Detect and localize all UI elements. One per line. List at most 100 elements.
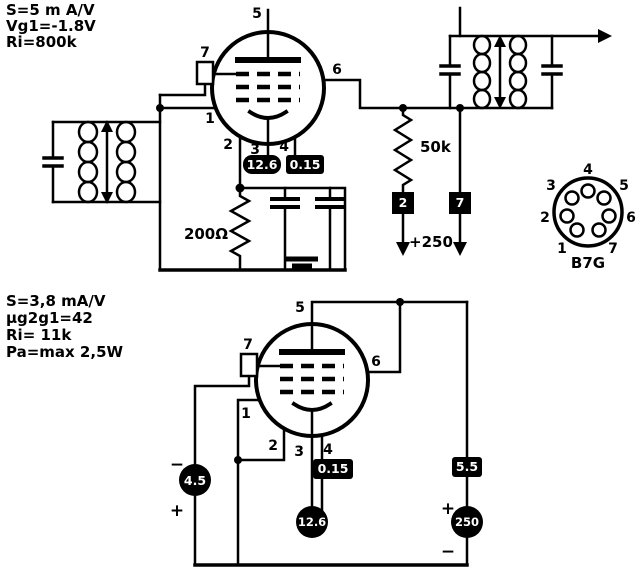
top-param-grid-voltage: Vg1=-1.8V — [6, 17, 96, 35]
bottom-param-max-power: Pa=max 2,5W — [6, 343, 124, 361]
right-badge-value: 5.5 — [456, 459, 478, 474]
heater-voltage-badge — [243, 155, 281, 174]
bias-minus-sign: − — [170, 455, 184, 475]
socket-pin2-icon — [559, 208, 575, 224]
top-circuit: S=5 m A/V Vg1=-1.8V Ri=800k — [6, 1, 612, 272]
primary-coil-icon — [472, 34, 492, 110]
heater-branch: 0.15 12.6 — [296, 459, 353, 538]
heater-current-value: 0.15 — [290, 157, 321, 172]
junction-dot — [235, 183, 245, 193]
bypass-cap1-icon — [270, 197, 300, 209]
socket-pin4-label: 4 — [583, 162, 593, 178]
supply-branch: 50k 2 7 +250 — [392, 106, 471, 256]
bottom-param-internal-resistance: Ri= 11k — [6, 326, 72, 344]
bottom-param-transconductance: S=3,8 mA/V — [6, 292, 106, 310]
junction-dot — [399, 104, 407, 112]
socket-pin1-icon — [569, 222, 585, 238]
pin6-label: 6 — [371, 354, 381, 370]
socket-pin5-icon — [596, 190, 612, 206]
pin7-supply-badge — [449, 192, 471, 214]
grid-connector-box — [239, 352, 259, 378]
heater-battery-value: 12.6 — [298, 515, 326, 529]
heater-current-badge — [286, 155, 324, 174]
top-param-transconductance: S=5 m A/V — [6, 1, 95, 19]
tuning-arrow-icon — [494, 35, 506, 109]
right-badge — [452, 457, 482, 477]
top-parameter-block: S=5 m A/V Vg1=-1.8V Ri=800k — [6, 1, 96, 51]
tube-top: 7 5 6 1 2 3 4 — [195, 6, 342, 158]
pin7-label: 7 — [243, 337, 253, 353]
bias-battery-badge — [179, 464, 211, 496]
pin2-supply-badge — [392, 192, 414, 214]
pin5-label: 5 — [252, 6, 262, 22]
heater-badges-top: 12.6 0.15 — [243, 155, 324, 174]
cathode-resistor-icon — [228, 186, 252, 272]
heater-battery-badge — [296, 506, 328, 538]
secondary-coil-icon — [508, 34, 528, 110]
pin4-label: 4 — [323, 442, 333, 458]
pin7-arrow-icon — [453, 242, 467, 256]
bottom-junctions — [234, 298, 404, 464]
tuning-arrow-icon — [101, 120, 113, 204]
screen-supply-wire — [310, 300, 469, 354]
output-arrow-icon — [598, 29, 612, 43]
supply-battery-badge — [451, 506, 483, 538]
left-capacitor-icon — [439, 64, 461, 76]
socket-type-label: B7G — [571, 254, 605, 272]
bias-plus-sign: + — [170, 501, 184, 521]
heater-current-value: 0.15 — [318, 461, 349, 476]
junction-dot — [396, 298, 404, 306]
pin2-arrow-icon — [396, 242, 410, 256]
socket-pin5-label: 5 — [619, 178, 629, 194]
socket-pin3-icon — [564, 190, 580, 206]
socket-pin3-label: 3 — [546, 178, 556, 194]
secondary-coil-icon — [115, 120, 137, 204]
bottom-param-mu: μg2g1=42 — [6, 309, 93, 327]
supply-minus-sign: − — [441, 542, 455, 562]
cathode-icon — [291, 401, 333, 412]
supply-battery-value: 250 — [455, 515, 479, 529]
bias-battery: − 4.5 + — [170, 455, 211, 521]
socket-diagram: 3 4 5 2 6 1 7 B7G — [540, 162, 636, 272]
grid-bias-wire — [193, 374, 251, 567]
primary-coil-icon — [77, 120, 99, 204]
cathode-network: 200Ω — [184, 186, 345, 272]
heater-current-badge — [313, 459, 353, 479]
socket-pin6-icon — [601, 208, 617, 224]
supply-voltage-label: +250 — [409, 233, 453, 251]
pin1-label: 1 — [205, 111, 215, 127]
top-param-internal-resistance: Ri=800k — [6, 33, 78, 51]
bottom-parameter-block: S=3,8 mA/V μg2g1=42 Ri= 11k Pa=max 2,5W — [6, 292, 124, 361]
top-junctions — [156, 104, 464, 193]
pin2-label: 2 — [223, 137, 233, 153]
cathode-top-wire — [238, 186, 347, 272]
pin1-label: 1 — [241, 406, 251, 422]
input-if-transformer — [42, 120, 162, 204]
socket-pin1-label: 1 — [557, 241, 567, 257]
socket-pin7-label: 7 — [608, 241, 618, 257]
supply-battery: 5.5 + 250 − — [441, 457, 483, 562]
pin1-wire — [236, 398, 262, 567]
screen-resistor-icon — [392, 106, 414, 194]
bias-battery-value: 4.5 — [184, 473, 206, 488]
socket-pin6-label: 6 — [626, 210, 636, 226]
socket-pin2-label: 2 — [540, 210, 550, 226]
bottom-circuit: S=3,8 mA/V μg2g1=42 Ri= 11k Pa=max 2,5W — [6, 292, 483, 567]
socket-pin7-icon — [591, 222, 607, 238]
grid-connector-box — [195, 60, 215, 86]
pin4-label: 4 — [279, 139, 289, 155]
junction-dot — [456, 104, 464, 112]
supply-plus-sign: + — [441, 499, 455, 519]
left-capacitor-icon — [42, 156, 64, 168]
heater-voltage-value: 12.6 — [247, 157, 278, 172]
cathode-icon — [247, 109, 289, 120]
screen-resistor-label: 50k — [420, 138, 452, 156]
pin2-supply-value: 2 — [399, 195, 408, 210]
tube-bottom: 7 5 6 1 2 3 4 — [239, 300, 381, 460]
grid-cap-wire — [158, 82, 207, 97]
socket-outline-icon — [552, 176, 624, 248]
pin2-label: 2 — [268, 438, 278, 454]
plate-wire — [365, 300, 402, 374]
